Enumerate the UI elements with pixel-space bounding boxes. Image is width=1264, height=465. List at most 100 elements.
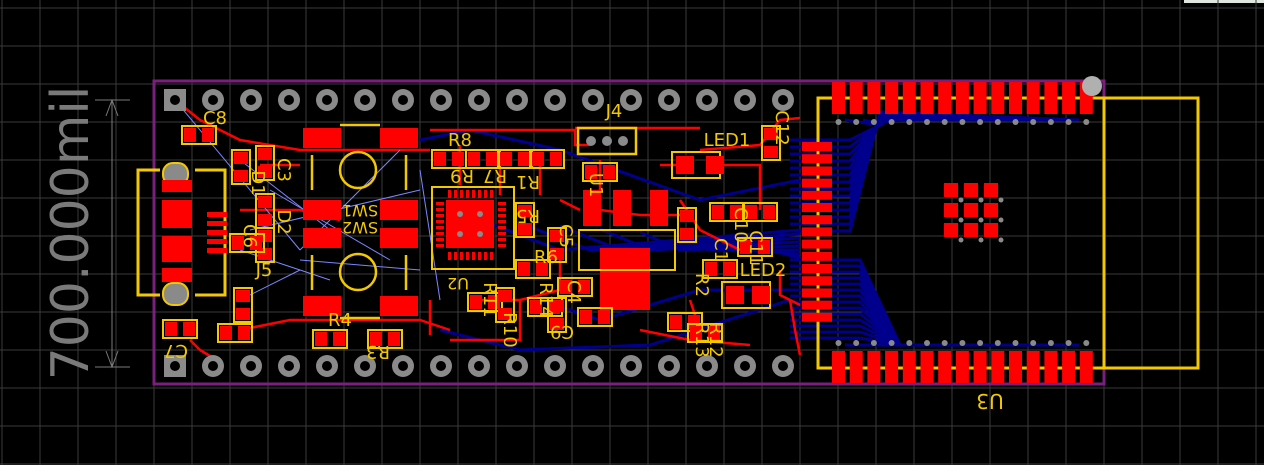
u3-side-pad [802, 166, 832, 176]
r9-label: R9 [450, 165, 474, 186]
u3-via [924, 340, 930, 346]
header-hole [702, 361, 712, 371]
u1-pin [448, 252, 451, 260]
bottom-trace [790, 118, 885, 142]
c3-label: C3 [273, 158, 294, 182]
passive-pad [550, 318, 564, 330]
usb-connector [136, 162, 227, 306]
passive-component [687, 323, 723, 343]
u1-pin [436, 220, 444, 223]
passive-pad [764, 128, 778, 140]
u3-side-pad [802, 203, 832, 212]
u3-via [1065, 119, 1072, 125]
header-hole [436, 95, 446, 105]
u3-pad [885, 351, 899, 383]
r14-label: R14 [535, 282, 556, 317]
u1-pin [454, 252, 457, 260]
passive-component [577, 307, 613, 327]
u3-side-pad [802, 288, 832, 298]
passive-pad [486, 152, 498, 166]
r1-label: R1 [516, 171, 540, 192]
u1-via [477, 231, 483, 237]
passive-pad [220, 326, 232, 340]
u1-pin [436, 202, 444, 205]
u1-pin [460, 252, 463, 260]
passive-pad [258, 214, 272, 226]
u3-via [1012, 340, 1019, 346]
passive-pad [688, 315, 700, 329]
thermal-pad [964, 203, 978, 217]
passive-pad [536, 262, 548, 276]
silkscreen-labels: C8 C3 D1 D2 C6 J5 C7 R4 R3 R8 R9 R7 R1 R… [164, 108, 792, 362]
u1-pin [498, 202, 506, 205]
r11-label: R11 [479, 282, 500, 317]
passive-component [547, 297, 567, 333]
passive-pad [258, 196, 272, 208]
u3-side-pad [802, 276, 832, 286]
led2: LED2 [721, 260, 786, 309]
u3-pad [1079, 351, 1093, 383]
u3-via [853, 119, 860, 125]
regulator [578, 190, 676, 310]
r5-label: R5 [516, 205, 540, 226]
u3-via [1065, 340, 1072, 346]
r10-label: R10 [499, 312, 520, 347]
board-outline [152, 79, 1106, 386]
passive-pad [532, 152, 544, 166]
u1-via [457, 211, 463, 217]
u1-pin [498, 226, 506, 229]
c10-label: C10 [730, 207, 751, 242]
passive-component [515, 202, 535, 238]
passive-outline [162, 319, 198, 339]
u3-pin1-marker [1082, 76, 1102, 96]
passive-component [742, 202, 778, 222]
passive-pad [333, 332, 345, 346]
thermal-pad [984, 223, 998, 237]
u3-pad [1026, 351, 1040, 383]
header-hole [664, 361, 674, 371]
u1-pin [490, 252, 493, 260]
u1-pin [498, 220, 506, 223]
u1-pin [498, 244, 506, 247]
dimension-label: 700.000mil [41, 86, 101, 381]
header-hole [588, 95, 598, 105]
u3-bottom-pads [832, 340, 1093, 383]
u1-pin [436, 232, 444, 235]
passive-pad [234, 152, 248, 164]
thermal-pad [964, 223, 978, 237]
header-hole [246, 361, 256, 371]
header-hole [626, 361, 636, 371]
passive-pad [258, 148, 272, 160]
u1-pin [472, 252, 475, 260]
u3-pad [1009, 82, 1022, 114]
u1-pin [454, 190, 457, 198]
u3-pad [973, 351, 987, 383]
u3-pad [1044, 82, 1058, 114]
passive-pad [518, 223, 532, 235]
u3-via [1012, 119, 1019, 125]
u3-side-pad [802, 190, 832, 200]
u3-label: U3 [976, 389, 1003, 413]
u3-via [959, 340, 966, 346]
passive-component [229, 233, 265, 253]
passive-outline [702, 259, 738, 279]
thermal-via [978, 237, 984, 243]
passive-pad [518, 152, 530, 166]
passive-pad [550, 230, 564, 242]
passive-component [702, 259, 738, 279]
passive-pad [712, 205, 724, 219]
passive-pad [202, 128, 214, 142]
u3-via [888, 340, 895, 346]
passive-component [233, 287, 253, 323]
u1-pin [448, 190, 451, 198]
passive-component [312, 329, 348, 349]
u3-pad [1062, 82, 1076, 114]
u3-via [977, 119, 984, 125]
u3-pad [991, 82, 1005, 114]
passive-pad [723, 262, 735, 276]
passive-pad [498, 290, 512, 302]
header-hole [284, 361, 294, 371]
header-hole [778, 95, 788, 105]
